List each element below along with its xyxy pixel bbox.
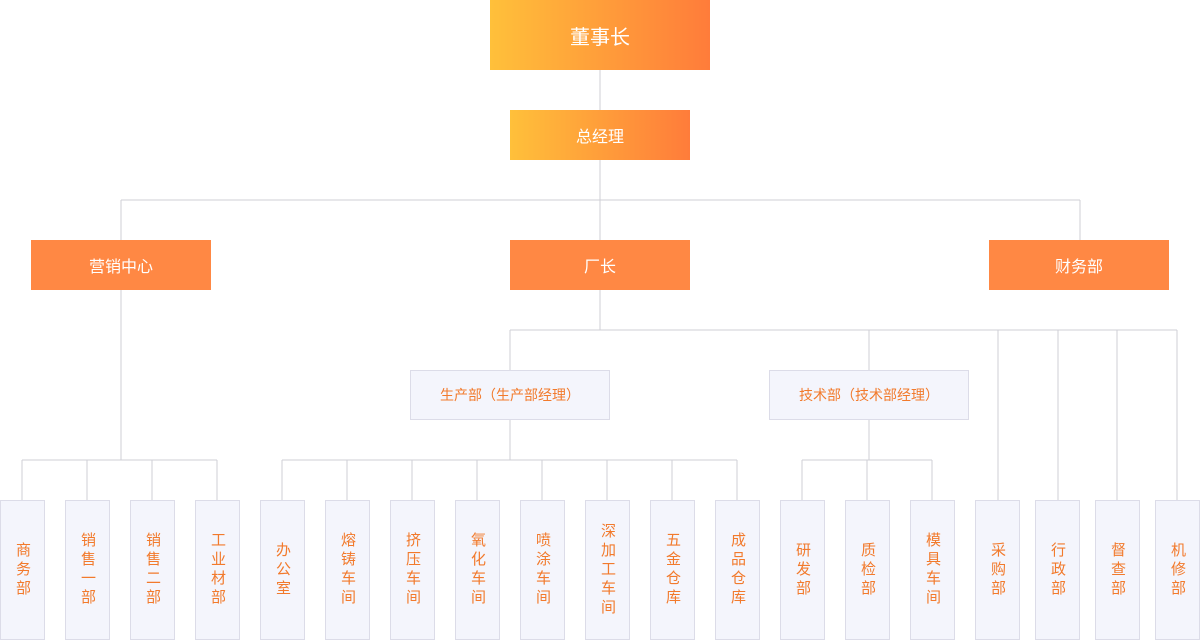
production-dept-node: 生产部（生产部经理）	[410, 370, 610, 420]
finance-node: 财务部	[989, 240, 1169, 290]
factory-unit: 督查部	[1095, 500, 1140, 640]
gm-node: 总经理	[510, 110, 690, 160]
marketing-unit: 商务部	[0, 500, 45, 640]
production-unit: 深加工车间	[585, 500, 630, 640]
marketing-unit: 工业材部	[195, 500, 240, 640]
marketing-unit: 销售二部	[130, 500, 175, 640]
factory-unit: 采购部	[975, 500, 1020, 640]
production-unit: 喷涂车间	[520, 500, 565, 640]
tech-unit: 模具车间	[910, 500, 955, 640]
production-unit: 挤压车间	[390, 500, 435, 640]
factory-director-node: 厂长	[510, 240, 690, 290]
tech-unit: 质检部	[845, 500, 890, 640]
marketing-center-node: 营销中心	[31, 240, 211, 290]
factory-unit: 机修部	[1155, 500, 1200, 640]
tech-unit: 研发部	[780, 500, 825, 640]
production-unit: 五金仓库	[650, 500, 695, 640]
marketing-unit: 销售一部	[65, 500, 110, 640]
production-unit: 办公室	[260, 500, 305, 640]
production-unit: 氧化车间	[455, 500, 500, 640]
production-unit: 成品仓库	[715, 500, 760, 640]
production-unit: 熔铸车间	[325, 500, 370, 640]
tech-dept-node: 技术部（技术部经理）	[769, 370, 969, 420]
chairman-node: 董事长	[490, 0, 710, 70]
factory-unit: 行政部	[1035, 500, 1080, 640]
